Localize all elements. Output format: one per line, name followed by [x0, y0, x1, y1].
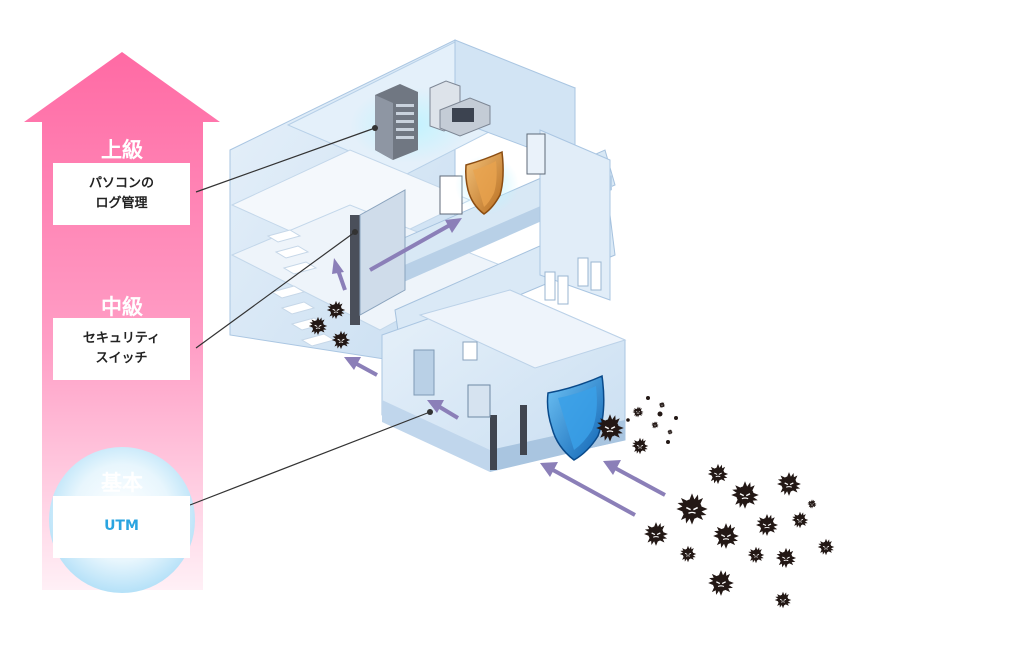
- building: [229, 39, 627, 472]
- gate-icon-2: [467, 384, 491, 418]
- virus-icon: [667, 429, 673, 435]
- virus-particle: [646, 396, 650, 400]
- elevator-door-icon: [350, 215, 360, 325]
- level-box-utm: UTM: [53, 496, 190, 558]
- level-title-advanced: 上級: [101, 138, 143, 162]
- virus-icon: [807, 499, 817, 509]
- virus-icon: [631, 437, 649, 455]
- virus-icon: [632, 406, 644, 418]
- virus-icon: [776, 471, 802, 497]
- virus-icon: [791, 511, 809, 529]
- virus-icon: [707, 569, 735, 597]
- virus-icon: [643, 521, 669, 547]
- blue-shield-icon: [546, 374, 605, 461]
- virus-icon: [679, 545, 697, 563]
- level-box-pc-log: パソコンの ログ管理: [53, 163, 190, 225]
- level-title-intermediate: 中級: [101, 295, 143, 319]
- virus-particle: [666, 440, 670, 444]
- virus-icon: [774, 591, 792, 609]
- level-box-security-switch: セキュリティ スイッチ: [53, 318, 190, 380]
- virus-icon: [747, 546, 765, 564]
- virus-icon: [675, 492, 709, 526]
- server-rack-icon: [375, 84, 418, 160]
- virus-particle: [657, 411, 663, 417]
- virus-icon: [595, 413, 625, 443]
- connector-lines: [189, 127, 431, 506]
- virus-particle: [626, 418, 630, 422]
- orange-shield-icon: [455, 150, 519, 215]
- virus-icon: [651, 421, 659, 429]
- virus-icon: [707, 463, 729, 485]
- virus-icon: [658, 401, 666, 409]
- desktop-pc-icon: [429, 80, 491, 137]
- virus-icon: [755, 513, 779, 537]
- level-title-basic: 基本: [101, 471, 143, 495]
- virus-icon: [775, 547, 797, 569]
- virus-icon: [712, 522, 740, 550]
- virus-icon: [817, 538, 835, 556]
- virus-icon: [730, 480, 760, 510]
- virus-particle: [674, 416, 678, 420]
- virus-swarm: [595, 396, 835, 609]
- attack-arrows: [332, 218, 666, 517]
- gate-icon: [490, 415, 497, 470]
